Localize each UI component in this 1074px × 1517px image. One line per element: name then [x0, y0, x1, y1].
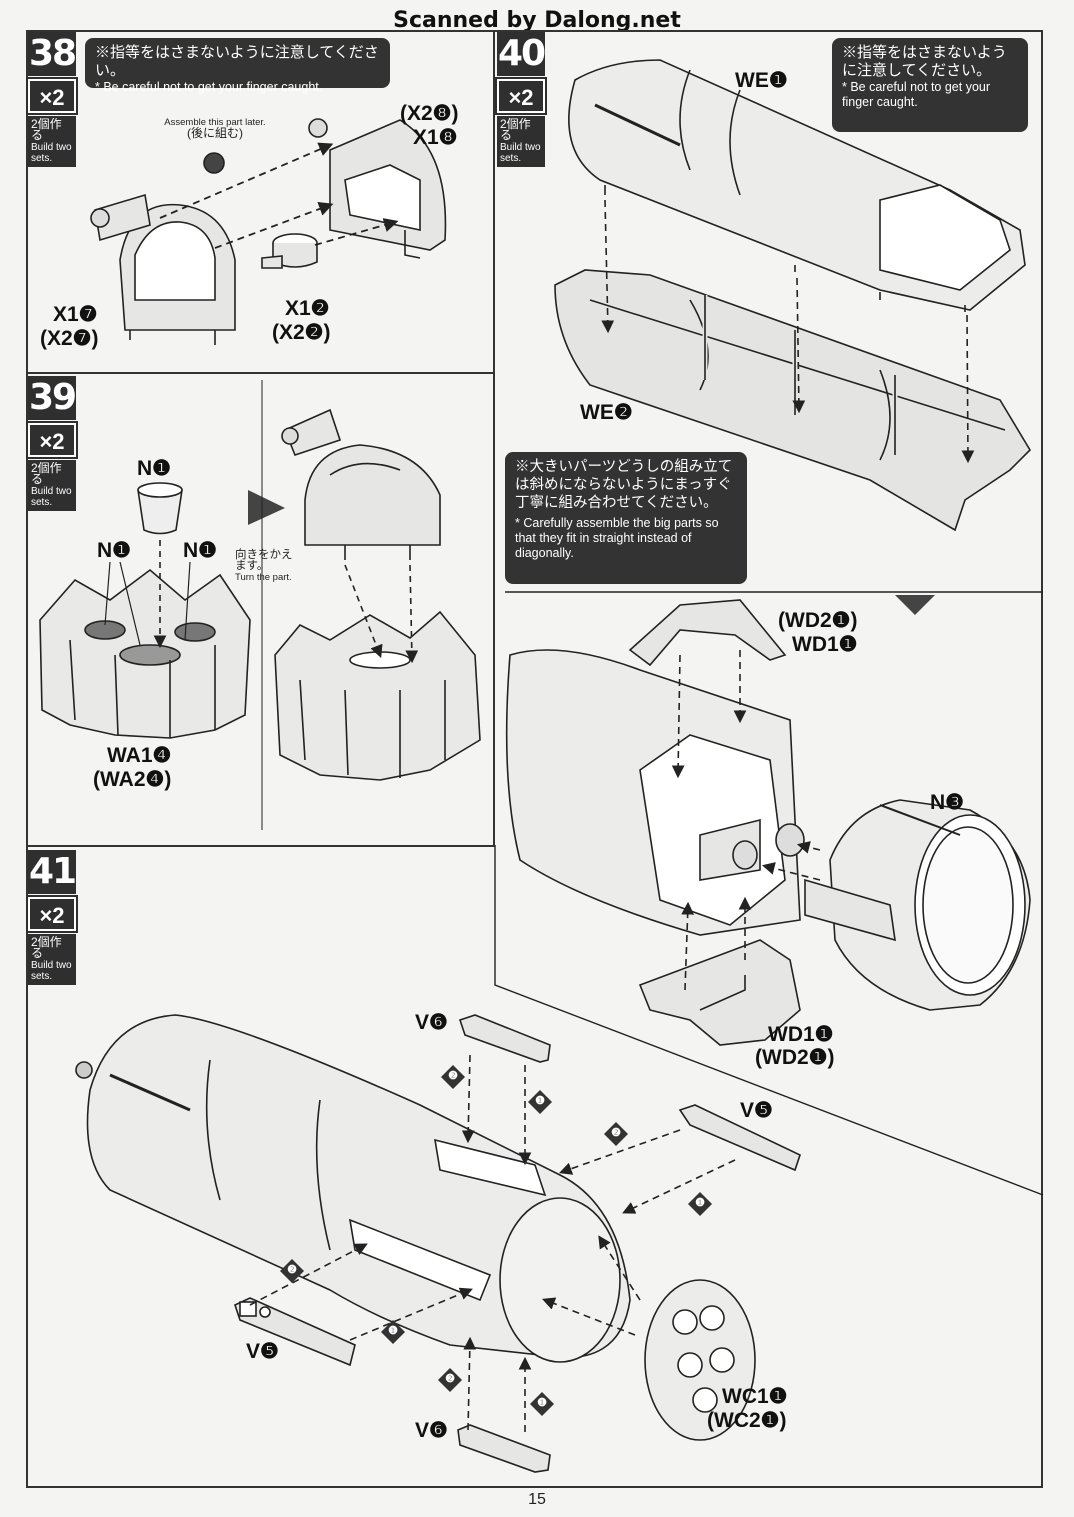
part-label-n1-top: N❶: [137, 457, 171, 480]
part-label-x2-8: (X2❽): [400, 102, 459, 125]
order-mark: ❶: [388, 1325, 398, 1337]
step38-socket-part: [308, 118, 447, 259]
step41-v6-top: [458, 1014, 551, 1063]
quantity-badge: ×2: [26, 895, 78, 933]
page-number: 15: [528, 1491, 546, 1508]
part-label-v6-bottom: V❻: [415, 1419, 448, 1442]
watermark: Scanned by Dalong.net: [393, 8, 681, 33]
step41-v5-left: [234, 1297, 356, 1367]
step38-helmet-part: [90, 193, 236, 345]
step-number: 38: [28, 32, 77, 76]
step39-n1-cap: [137, 482, 183, 535]
part-label-wc1: WC1❶: [722, 1385, 788, 1408]
step39-assembled-helmet: [281, 408, 441, 560]
step41-v6-bottom: [457, 1424, 551, 1473]
page-frame: [26, 30, 1043, 1488]
divider-39-41: [26, 845, 495, 847]
order-mark: ❷: [448, 1070, 458, 1082]
part-label-wd1-top: WD1❶: [792, 633, 858, 656]
quantity-badge: ×2: [26, 77, 78, 115]
assemble-later-note: Assemble this part later.(後に組む): [164, 117, 266, 140]
part-label-x1-2: X1❷: [285, 297, 330, 320]
quantity-badge: ×2: [495, 77, 547, 115]
part-label-x1-8: X1❽: [413, 126, 458, 149]
part-label-wa1-4: WA1❹: [107, 744, 172, 767]
step-number: 40: [497, 32, 546, 76]
part-label-we1: WE❶: [735, 69, 788, 92]
step40-wd-bottom: [638, 939, 801, 1046]
step40-we1-upper-half: [568, 59, 1026, 312]
part-label-n1-left: N❶: [97, 539, 131, 562]
part-label-x2-7: (X2❼): [40, 327, 99, 350]
part-label-wd1-bottom: WD1❶: [768, 1023, 834, 1046]
part-label-n3: N❸: [930, 791, 964, 814]
part-label-v5-left: V❺: [246, 1340, 279, 1363]
turn-part-note: 向きをかえます。Turn the part.: [235, 549, 293, 583]
order-mark: ❶: [695, 1197, 705, 1209]
step39-assembled-base: [274, 610, 481, 781]
part-label-we2: WE❷: [580, 401, 633, 424]
step40-n3-cap: [804, 799, 1031, 1011]
order-mark: ❷: [287, 1264, 297, 1276]
quantity-badge: ×2: [26, 421, 78, 459]
straight-assembly-note: ※大きいパーツどうしの組み立ては斜めにならないようにまっすぐ丁寧に組み合わせてく…: [505, 452, 747, 584]
order-mark: ❷: [445, 1373, 455, 1385]
step41-wc-rocket-cluster: [644, 1279, 756, 1441]
step-number: 39: [28, 376, 77, 420]
step40-nose-body: [505, 649, 805, 936]
step41-v5-right: [678, 1104, 801, 1172]
order-mark: ❶: [537, 1397, 547, 1409]
step40-wd-top: [628, 599, 787, 667]
step-number: 41: [28, 850, 77, 894]
part-label-v5-right: V❺: [740, 1099, 773, 1122]
step39-wa1-base: [39, 568, 251, 739]
part-label-wa2-4: (WA2❹): [93, 768, 172, 791]
divider-38-39: [26, 372, 495, 374]
step41-main-body: [75, 1014, 631, 1363]
order-mark: ❶: [535, 1095, 545, 1107]
step38-ring-part: [261, 233, 318, 269]
part-label-x2-2: (X2❷): [272, 321, 331, 344]
part-label-wd2-top: (WD2❶): [778, 609, 858, 632]
part-label-n1-right: N❶: [183, 539, 217, 562]
part-label-x1-7: X1❼: [53, 303, 98, 326]
part-label-v6-top: V❻: [415, 1011, 448, 1034]
step40-we2-lower-half: [554, 269, 1032, 532]
order-mark: ❷: [611, 1127, 621, 1139]
part-label-wd2-bottom: (WD2❶): [755, 1046, 835, 1069]
finger-caution-note: ※指等をはさまないように注意してください。 * Be careful not t…: [85, 38, 390, 94]
part-label-wc2: (WC2❶): [707, 1409, 787, 1432]
finger-caution-note: ※指等をはさまないように注意してください。 * Be careful not t…: [832, 38, 1028, 132]
divider-38-40: [493, 30, 495, 845]
